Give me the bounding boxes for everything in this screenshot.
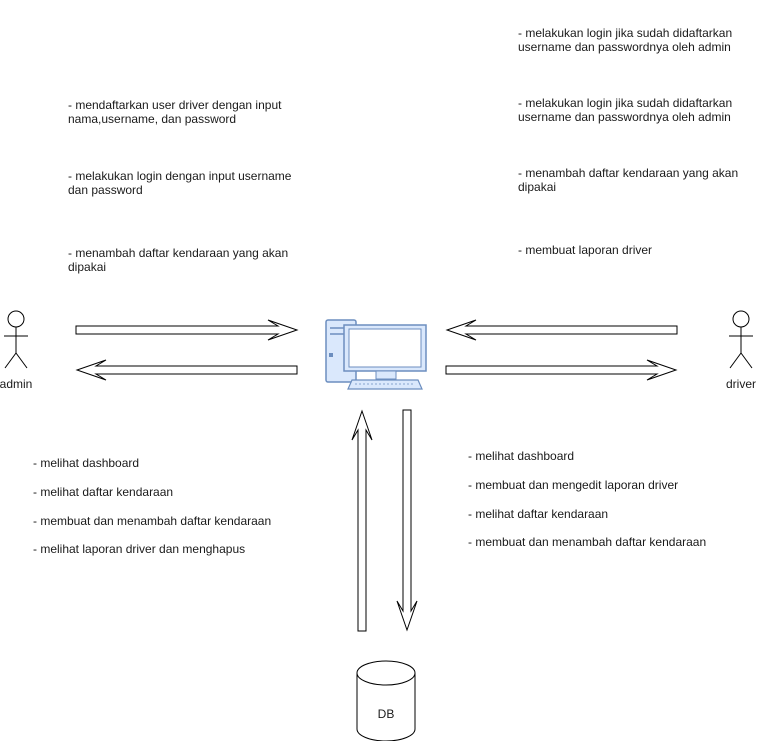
arrow-driver-to-system [445, 319, 678, 341]
admin-note-login: - melakukan login dengan input username … [68, 169, 292, 197]
driver-note-edit-report: - membuat dan mengedit laporan driver [468, 478, 679, 492]
admin-note-create-vehicles: - membuat dan menambah daftar kendaraan [33, 514, 272, 528]
admin-note-dashboard: - melihat dashboard [33, 456, 140, 470]
driver-note-login-1: - melakukan login jika sudah didaftarkan… [518, 26, 733, 54]
arrow-db-to-system [351, 409, 373, 632]
admin-actor-icon [4, 310, 28, 369]
driver-note-add-vehicle: - menambah daftar kendaraan yang akan di… [518, 166, 739, 194]
driver-note-create-vehicles: - membuat dan menambah daftar kendaraan [468, 535, 707, 549]
driver-actor-label: driver [725, 377, 756, 391]
driver-note-view-vehicles: - melihat daftar kendaraan [468, 507, 609, 521]
driver-note-dashboard: - melihat dashboard [468, 449, 575, 463]
arrow-system-to-admin [75, 359, 298, 381]
admin-actor-label: admin [0, 377, 33, 391]
driver-actor-icon [729, 310, 753, 369]
driver-note-login-2: - melakukan login jika sudah didaftarkan… [518, 96, 733, 124]
arrow-admin-to-system [75, 319, 299, 341]
database-label: DB [377, 707, 395, 721]
driver-note-report: - membuat laporan driver [518, 243, 653, 257]
admin-note-view-reports: - melihat laporan driver dan menghapus [33, 542, 246, 556]
admin-note-register: - mendaftarkan user driver dengan input … [68, 98, 282, 126]
arrow-system-to-driver [445, 359, 678, 381]
arrow-system-to-db [396, 409, 418, 632]
database-icon [356, 660, 416, 741]
admin-note-view-vehicles: - melihat daftar kendaraan [33, 485, 174, 499]
admin-note-add-vehicle: - menambah daftar kendaraan yang akan di… [68, 246, 289, 274]
computer-icon [325, 319, 427, 390]
